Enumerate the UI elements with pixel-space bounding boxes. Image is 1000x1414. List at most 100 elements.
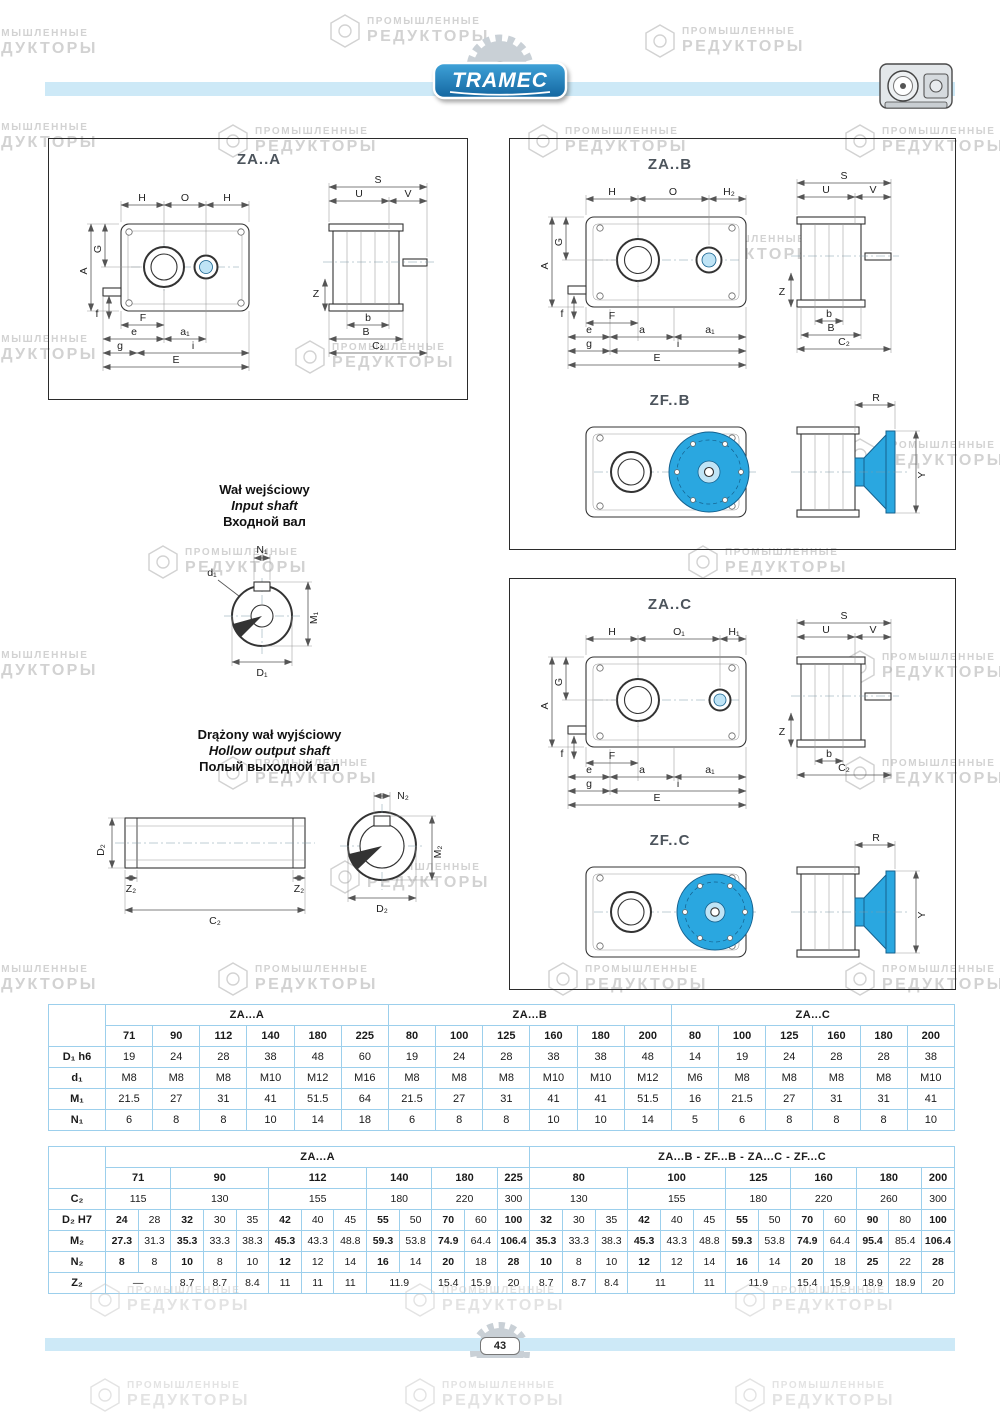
dim-label: E	[653, 352, 660, 364]
dim-label: Y	[916, 911, 928, 918]
gearbox-icon	[879, 63, 953, 109]
table-value-cell: 10	[594, 1251, 629, 1273]
caption-pl: Drążony wał wyjściowy	[197, 727, 342, 742]
table-header-cell: ZA...B	[387, 1004, 672, 1026]
table-value-cell: 8.7	[202, 1272, 237, 1294]
table-value-cell: 31	[812, 1088, 861, 1110]
table-value-cell: 220	[790, 1188, 857, 1210]
table-value-cell: 8.4	[235, 1272, 270, 1294]
table-value-cell: 19	[104, 1046, 154, 1068]
table-value-cell: 8	[859, 1109, 908, 1131]
table-header-cell: Z₂	[48, 1272, 106, 1294]
table-value-cell: M8	[718, 1067, 767, 1089]
table-value-cell: 8	[152, 1109, 201, 1131]
table-value-cell: 38.3	[594, 1230, 629, 1252]
table-value-cell: 14	[293, 1109, 342, 1131]
table-header-cell: 125	[725, 1167, 792, 1189]
table-value-cell: 10	[235, 1251, 270, 1273]
table-value-cell: 16	[670, 1088, 720, 1110]
table-value-cell: 100	[921, 1209, 955, 1231]
dim-label: i	[192, 340, 194, 352]
table-header-cell: 180	[576, 1025, 625, 1047]
table-header-cell: 71	[104, 1167, 172, 1189]
watermark-line2: РЕДУКТОРЫ	[725, 558, 848, 576]
table-header-cell: ZA...B - ZF...B - ZA...C - ZF...C	[529, 1146, 955, 1168]
table-value-cell: 21.5	[387, 1088, 437, 1110]
dim-label: E	[653, 792, 660, 804]
table-value-cell: M10	[906, 1067, 956, 1089]
table-value-cell: 10	[529, 1109, 578, 1131]
table-value-cell: 15.4	[431, 1272, 466, 1294]
table-value-cell: 8	[137, 1251, 172, 1273]
dim-label: C₂	[372, 340, 384, 352]
table-value-cell: 38	[529, 1046, 578, 1068]
table-value-cell: 14	[398, 1251, 433, 1273]
table-value-cell: 11	[268, 1272, 302, 1294]
table-value-cell: 40	[659, 1209, 694, 1231]
table-value-cell: 8	[765, 1109, 814, 1131]
table-value-cell: 6	[718, 1109, 767, 1131]
table-header-cell: 100	[435, 1025, 484, 1047]
table-value-cell: 27.3	[105, 1230, 139, 1252]
table-value-cell: 31	[482, 1088, 531, 1110]
table-value-cell: 8.7	[529, 1272, 563, 1294]
caption-ru: Полый выходной вал	[199, 759, 340, 774]
table-header-cell: 90	[152, 1025, 201, 1047]
table-value-cell: 60	[340, 1046, 389, 1068]
table-value-cell: 50	[398, 1209, 433, 1231]
table-header-cell: M₁	[48, 1088, 106, 1110]
table-value-cell: 11.9	[366, 1272, 433, 1294]
watermark-line1: ПРОМЫШЛЕННЫЕ	[255, 964, 369, 976]
table-header-cell: 100	[627, 1167, 727, 1189]
dim-label: d₁	[207, 567, 217, 579]
table-value-cell: 15.9	[464, 1272, 498, 1294]
table-header-cell: 180	[855, 1167, 923, 1189]
brand-name: TRAMEC	[452, 69, 548, 92]
table-value-cell: 38	[576, 1046, 625, 1068]
table-value-cell: 8.4	[594, 1272, 629, 1294]
dim-label: b	[826, 308, 832, 320]
table-value-cell: 11.9	[725, 1272, 792, 1294]
input-shaft-caption: Wał wejściowy Input shaft Входной вал	[147, 482, 382, 530]
table-value-cell: 15.4	[790, 1272, 825, 1294]
table-value-cell: 27	[435, 1088, 484, 1110]
dim-label: C₂	[838, 762, 850, 774]
table-value-cell: 64.4	[464, 1230, 498, 1252]
hollow-shaft-caption: Drążony wał wyjściowy Hollow output shaf…	[152, 727, 387, 775]
caption-ru: Входной вал	[223, 514, 306, 529]
hexagon-logo-icon	[735, 1378, 765, 1412]
table-value-cell: —	[104, 1272, 172, 1294]
table-value-cell: 28	[496, 1251, 531, 1273]
table-header-cell: 140	[246, 1025, 295, 1047]
dim-label: V	[869, 184, 876, 196]
dim-label: H	[223, 192, 231, 204]
dim-label: F	[140, 312, 146, 324]
table-header-cell: 112	[199, 1025, 248, 1047]
table-value-cell: 15.9	[823, 1272, 857, 1294]
zaa-drawing: ZA..A H O H A G f F e a₁ g i E S U	[78, 151, 435, 371]
dim-label: F	[609, 750, 615, 762]
dim-label: H	[608, 186, 616, 198]
dim-label: e	[586, 324, 592, 336]
watermark-line2: РЕДУКТОРЫ	[127, 1296, 250, 1314]
table-value-cell: 11	[692, 1272, 727, 1294]
table-value-cell: 20	[790, 1251, 825, 1273]
table-value-cell: 42	[627, 1209, 661, 1231]
table-value-cell: 6	[104, 1109, 154, 1131]
table-value-cell: 43.3	[659, 1230, 694, 1252]
table-value-cell: 10	[529, 1251, 563, 1273]
table-value-cell: M10	[529, 1067, 578, 1089]
table-header-cell	[48, 1004, 106, 1047]
drawing-title: ZA..B	[648, 156, 692, 173]
watermark-line2: РЕДУКТОРЫ	[0, 39, 98, 57]
table-value-cell: 48	[293, 1046, 342, 1068]
table-value-cell: 8	[435, 1109, 484, 1131]
table-value-cell: 38.3	[235, 1230, 270, 1252]
table-value-cell: M16	[340, 1067, 389, 1089]
